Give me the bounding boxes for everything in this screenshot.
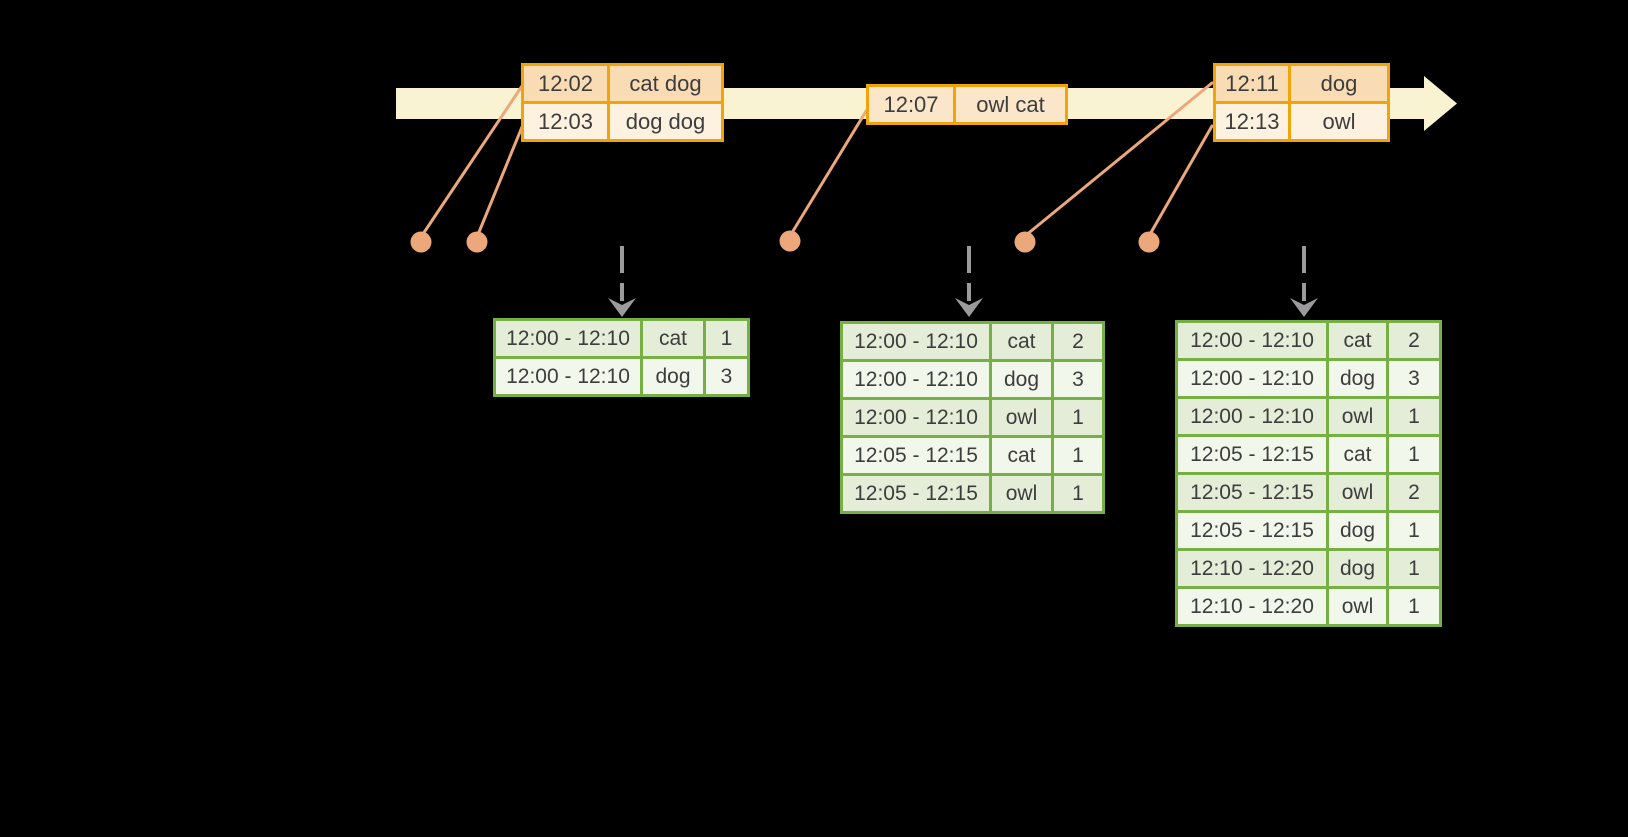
- table-cell: owl: [992, 476, 1051, 511]
- table-cell: 2: [1389, 475, 1439, 510]
- table-cell: cat: [1329, 323, 1386, 358]
- connector-line: [788, 106, 870, 238]
- table-cell: cat: [992, 438, 1051, 473]
- table-cell: 12:00 - 12:10: [843, 400, 989, 435]
- table-cell: 1: [1389, 513, 1439, 548]
- table-cell: cat: [992, 324, 1051, 359]
- table-cell: 2: [1054, 324, 1102, 359]
- table-cell: 1: [1389, 589, 1439, 624]
- table-cell: 3: [1054, 362, 1102, 397]
- table-cell: cat: [1329, 437, 1386, 472]
- table-cell: 12:00 - 12:10: [1178, 399, 1326, 434]
- table-cell: 1: [1054, 400, 1102, 435]
- table-cell: 1: [1054, 476, 1102, 511]
- table-cell: 12:05 - 12:15: [1178, 513, 1326, 548]
- table-cell: 1: [706, 321, 747, 356]
- table-cell: 3: [706, 359, 747, 394]
- table-cell: 2: [1389, 323, 1439, 358]
- table-cell: 1: [1054, 438, 1102, 473]
- table-cell: owl: [1291, 104, 1387, 139]
- connector-line: [1147, 124, 1214, 238]
- table-cell: dog dog: [610, 104, 721, 139]
- event-dot-icon: [779, 230, 801, 252]
- table-cell: 1: [1389, 551, 1439, 586]
- table-cell: dog: [1329, 361, 1386, 396]
- table-cell: dog: [1329, 513, 1386, 548]
- table-cell: 12:00 - 12:10: [496, 321, 640, 356]
- trigger-arrowhead-icon: [955, 298, 983, 317]
- table-cell: owl: [1329, 589, 1386, 624]
- table-cell: 12:00 - 12:10: [1178, 361, 1326, 396]
- table-cell: owl: [1329, 475, 1386, 510]
- table-cell: 12:10 - 12:20: [1178, 589, 1326, 624]
- table-cell: 12:03: [524, 104, 607, 139]
- table-cell: 12:13: [1216, 104, 1288, 139]
- table-cell: dog: [992, 362, 1051, 397]
- table-cell: 1: [1389, 399, 1439, 434]
- table-cell: dog: [643, 359, 703, 394]
- table-cell: dog: [1329, 551, 1386, 586]
- event-dot-icon: [410, 231, 432, 253]
- connector-line: [1023, 81, 1214, 238]
- table-cell: dog: [1291, 66, 1387, 101]
- table-cell: cat: [643, 321, 703, 356]
- table-cell: owl cat: [956, 87, 1065, 122]
- table-cell: 12:00 - 12:10: [1178, 323, 1326, 358]
- table-cell: 12:05 - 12:15: [843, 476, 989, 511]
- event-connector-lines: [419, 81, 1214, 239]
- table-cell: 12:05 - 12:15: [1178, 475, 1326, 510]
- table-cell: 12:11: [1216, 66, 1288, 101]
- event-dot-icon: [466, 231, 488, 253]
- timeline-arrowhead-icon: [1424, 76, 1457, 131]
- table-cell: 12:00 - 12:10: [843, 324, 989, 359]
- trigger-arrows: [608, 246, 1318, 317]
- trigger-arrowhead-icon: [1290, 298, 1318, 317]
- trigger-arrowhead-icon: [608, 298, 636, 317]
- table-cell: 12:00 - 12:10: [496, 359, 640, 394]
- connector-line: [419, 84, 524, 239]
- table-cell: 12:05 - 12:15: [1178, 437, 1326, 472]
- table-cell: 1: [1389, 437, 1439, 472]
- event-dots: [410, 230, 1160, 253]
- table-cell: owl: [992, 400, 1051, 435]
- table-cell: owl: [1329, 399, 1386, 434]
- event-dot-icon: [1014, 231, 1036, 253]
- table-cell: 12:05 - 12:15: [843, 438, 989, 473]
- table-cell: 3: [1389, 361, 1439, 396]
- table-cell: 12:00 - 12:10: [843, 362, 989, 397]
- table-cell: cat dog: [610, 66, 721, 101]
- table-cell: 12:07: [869, 87, 953, 122]
- connector-line: [475, 125, 524, 239]
- table-cell: 12:02: [524, 66, 607, 101]
- event-dot-icon: [1138, 231, 1160, 253]
- table-cell: 12:10 - 12:20: [1178, 551, 1326, 586]
